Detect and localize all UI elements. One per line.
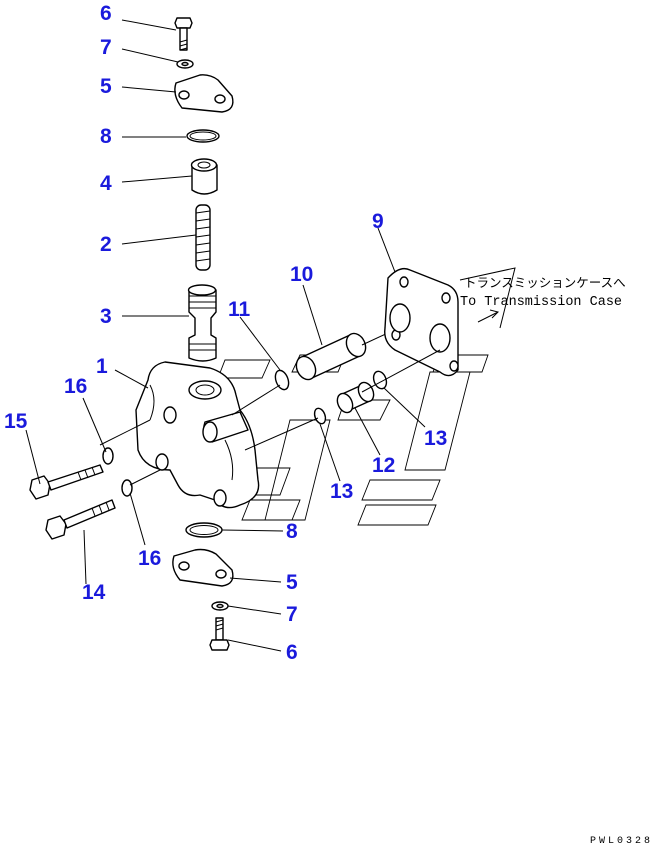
bolt-left-lower <box>45 499 116 540</box>
valve-body <box>135 361 260 509</box>
callout-gasket: 9 <box>372 210 384 233</box>
o-ring-pipe <box>274 369 290 391</box>
callout-oring-pipe: 11 <box>228 298 251 321</box>
callout-washer-bottom: 7 <box>286 603 298 626</box>
callout-numbers: 6 7 5 8 4 2 3 1 16 15 16 14 11 10 9 13 1… <box>4 2 447 664</box>
callout-plug: 3 <box>100 305 112 328</box>
bolt-left-upper <box>29 464 104 500</box>
cover-bottom <box>172 548 234 587</box>
leader-lines <box>25 19 426 652</box>
o-ring-tube-right <box>372 370 388 390</box>
callout-washer-left-lower: 16 <box>138 547 161 570</box>
spring <box>195 204 211 271</box>
callout-bolt-top: 6 <box>100 2 112 25</box>
assembly-axes <box>99 267 516 486</box>
callout-body: 1 <box>96 355 108 378</box>
callout-pipe: 10 <box>290 263 313 286</box>
bolt-bottom <box>209 617 230 651</box>
callout-oring-tube-left: 13 <box>330 480 353 503</box>
annotation-english: To Transmission Case <box>460 295 622 310</box>
bolt-top <box>174 17 193 51</box>
annotation-japanese: トランスミッションケースへ <box>464 275 626 290</box>
callout-bolt-left-upper: 15 <box>4 410 28 433</box>
o-ring-tube-left <box>313 407 327 425</box>
sleeve <box>190 158 218 195</box>
callout-oring-bottom: 8 <box>286 520 298 543</box>
plug <box>187 284 217 362</box>
callout-washer-top: 7 <box>100 36 112 59</box>
callout-cover-top: 5 <box>100 75 112 98</box>
callout-tube: 12 <box>372 454 395 477</box>
callout-bolt-left-lower: 14 <box>82 581 106 604</box>
callout-sleeve: 4 <box>100 172 112 195</box>
callout-spring: 2 <box>100 233 112 256</box>
callout-washer-left-upper: 16 <box>64 375 87 398</box>
washer-left-lower <box>121 479 133 497</box>
callout-bolt-bottom: 6 <box>286 641 298 664</box>
washer-left-upper <box>102 447 114 465</box>
callout-oring-tube-right: 13 <box>424 427 447 450</box>
callout-oring-top: 8 <box>100 125 112 148</box>
gasket <box>384 267 459 377</box>
cover-top <box>174 74 234 113</box>
callout-cover-bottom: 5 <box>286 571 298 594</box>
drawing-code: PWL0328 <box>590 836 653 847</box>
